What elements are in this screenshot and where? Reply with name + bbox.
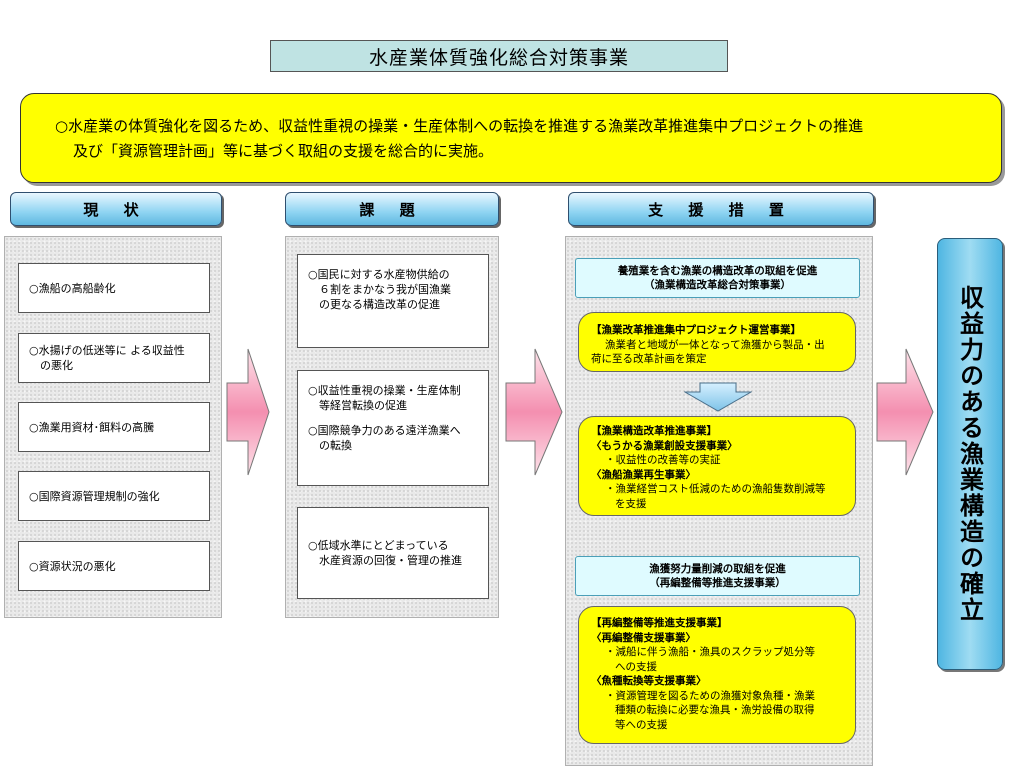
project-operation-box: 【漁業改革推進集中プロジェクト運営事業】 漁業者と地域が一体となって漁獲から製品… xyxy=(578,312,856,372)
status-item: ○水揚げの低迷等に よる収益性 の悪化 xyxy=(18,333,210,383)
column-header-issues: 課 題 xyxy=(285,192,499,226)
right-arrow-icon xyxy=(505,348,563,476)
support-group-header: 養殖業を含む漁業の構造改革の取組を促進 （漁業構造改革総合対策事業） xyxy=(575,258,860,298)
summary-box: ○水産業の体質強化を図るため、収益性重視の操業・生産体制への転換を推進する漁業改… xyxy=(20,93,1002,183)
result-text: 収益力のある漁業構造の確立 xyxy=(955,285,984,623)
page-title: 水産業体質強化総合対策事業 xyxy=(270,40,728,72)
summary-line-2: 及び「資源管理計画」等に基づく取組の支援を総合的に実施。 xyxy=(73,142,494,160)
status-item: ○国際資源管理規制の強化 xyxy=(18,471,210,521)
support-group-header: 漁獲努力量削減の取組を促進 （再編整備等推進支援事業） xyxy=(575,556,860,596)
down-arrow-icon xyxy=(684,382,752,412)
status-item: ○資源状況の悪化 xyxy=(18,541,210,591)
status-item: ○漁業用資材･餌料の高騰 xyxy=(18,402,210,452)
column-header-support-measures: 支 援 措 置 xyxy=(568,192,874,226)
structural-reform-box: 【漁業構造改革推進事業】 〈もうかる漁業創設支援事業〉 ・収益性の改善等の実証 … xyxy=(578,416,856,516)
result-box: 収益力のある漁業構造の確立 xyxy=(937,238,1003,670)
issue-item: ○低域水準にとどまっている 水産資源の回復・管理の推進 xyxy=(297,507,489,599)
column-header-current-status: 現 状 xyxy=(10,192,222,226)
issue-item: ○収益性重視の操業・生産体制 等経営転換の促進 ○国際競争力のある遠洋漁業へ の… xyxy=(297,370,489,486)
reorganization-support-box: 【再編整備等推進支援事業】 〈再編整備支援事業〉 ・減船に伴う漁船・漁具のスクラ… xyxy=(578,606,856,744)
issue-item: ○国民に対する水産物供給の ６割をまかなう我が国漁業 の更なる構造改革の促進 xyxy=(297,254,489,348)
status-item: ○漁船の高船齢化 xyxy=(18,263,210,313)
right-arrow-icon xyxy=(226,348,270,476)
right-arrow-icon xyxy=(876,348,934,476)
summary-line-1: ○水産業の体質強化を図るため、収益性重視の操業・生産体制への転換を推進する漁業改… xyxy=(55,117,864,135)
